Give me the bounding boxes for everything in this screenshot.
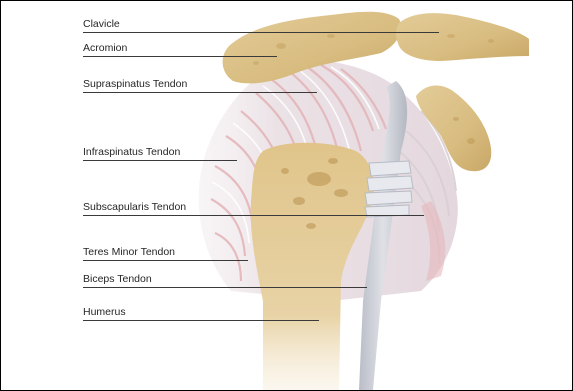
label-clavicle: Clavicle [83,18,120,30]
clavicle-bone [396,13,529,61]
label-acromion: Acromion [83,42,127,54]
label-supraspinatus-tendon: Supraspinatus Tendon [83,78,187,90]
label-humerus: Humerus [83,306,126,318]
label-teres-minor-tendon: Teres Minor Tendon [83,246,175,258]
label-infraspinatus-tendon: Infraspinatus Tendon [83,146,180,158]
label-subscapularis-tendon: Subscapularis Tendon [83,201,186,213]
label-biceps-tendon: Biceps Tendon [83,273,152,285]
